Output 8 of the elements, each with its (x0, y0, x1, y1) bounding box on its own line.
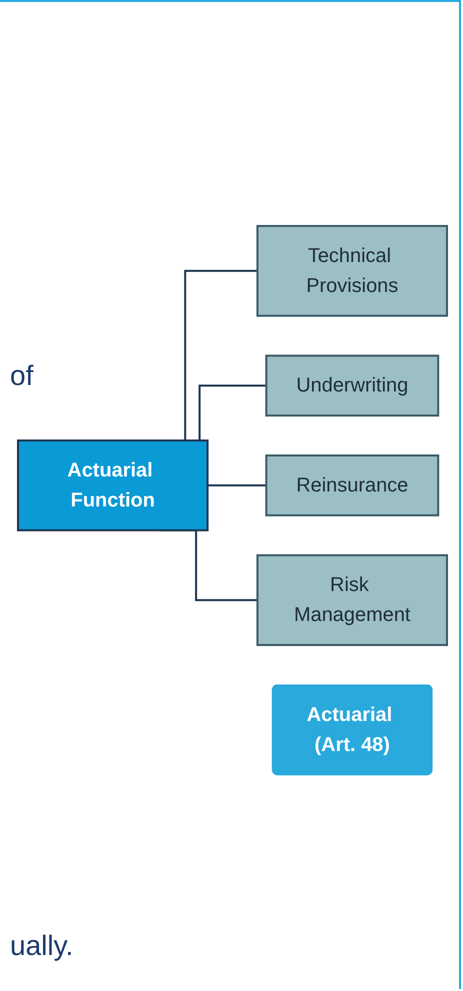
text-fragment: of (10, 360, 34, 392)
node-box: Actuarial Function (16, 439, 209, 531)
connector (208, 484, 266, 486)
node-box: Risk Management (256, 554, 448, 646)
node-box: Underwriting (265, 354, 440, 416)
node-box: Reinsurance (265, 454, 440, 516)
text-fragment: ually. (10, 930, 74, 962)
node-box: Technical Provisions (256, 224, 448, 316)
